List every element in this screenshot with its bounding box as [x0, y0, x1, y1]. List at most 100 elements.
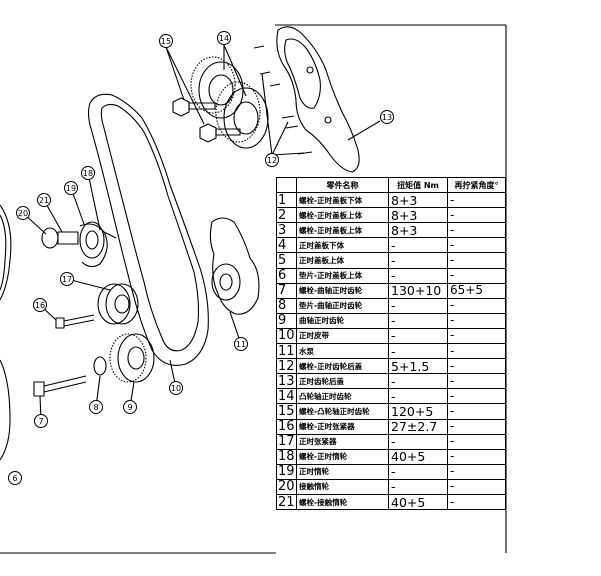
svg-text:21: 21	[39, 196, 49, 205]
callout-17: 17	[60, 272, 74, 286]
part-number: 6	[276, 267, 297, 284]
callout-7: 7	[34, 414, 48, 428]
svg-text:9: 9	[127, 403, 132, 412]
torque-value: -	[388, 237, 448, 254]
callout-6: 6	[8, 471, 22, 485]
water-pump	[209, 217, 260, 315]
retorque-angle: -	[447, 343, 506, 360]
part-name: 垫片-正时盖板上体	[296, 267, 389, 284]
part-number: 19	[276, 463, 297, 480]
svg-text:18: 18	[83, 169, 93, 178]
svg-text:11: 11	[236, 340, 246, 349]
header-no	[276, 176, 297, 194]
table-header-row: 零件名称 扭矩值 Nm 再拧紧角度°	[276, 176, 506, 194]
svg-text:14: 14	[219, 34, 229, 43]
part-name: 正时惰轮	[296, 463, 389, 480]
torque-value: -	[388, 252, 448, 269]
svg-text:13: 13	[382, 113, 392, 122]
svg-text:12: 12	[267, 156, 277, 165]
callout-18: 18	[81, 166, 95, 180]
torque-value: 40+5	[388, 493, 448, 511]
callout-16: 16	[33, 298, 47, 312]
retorque-angle: -	[447, 388, 506, 405]
timing-cover-part-edge	[0, 359, 11, 461]
callout-14: 14	[217, 31, 231, 45]
torque-value: -	[388, 433, 448, 450]
header-torque: 扭矩值 Nm	[388, 176, 448, 194]
svg-text:10: 10	[171, 384, 181, 393]
torque-value: 8+3	[388, 192, 448, 209]
part-number: 13	[276, 373, 297, 390]
callout-12: 12	[265, 153, 279, 167]
retorque-angle: -	[447, 297, 506, 314]
part-number: 18	[276, 448, 297, 465]
torque-value: 40+5	[388, 448, 448, 465]
svg-text:6: 6	[12, 474, 17, 483]
part-number: 8	[276, 297, 297, 314]
callout-20: 20	[16, 206, 30, 220]
part-name: 螺栓-正时盖板下体	[296, 192, 389, 209]
callout-labels: 15 14 13 12 18 19 21 20 17 16 11 10 9 8 …	[8, 31, 394, 485]
part-name: 凸轮轴正时齿轮	[296, 388, 389, 405]
part-name: 曲轴正时齿轮	[296, 312, 389, 329]
svg-text:8: 8	[93, 403, 98, 412]
torque-value: 8+3	[388, 222, 448, 239]
callout-19: 19	[64, 181, 78, 195]
retorque-angle: -	[447, 478, 506, 495]
callout-9: 9	[123, 400, 137, 414]
part-number: 3	[276, 222, 297, 239]
retorque-angle: -	[447, 493, 506, 511]
retorque-angle: 65+5	[447, 282, 506, 299]
callout-10: 10	[169, 381, 183, 395]
retorque-angle: -	[447, 222, 506, 239]
svg-text:20: 20	[18, 209, 28, 218]
part-number: 17	[276, 433, 297, 450]
retorque-angle: -	[447, 418, 506, 435]
part-number: 4	[276, 237, 297, 254]
callout-8: 8	[89, 400, 103, 414]
part-name: 正时皮带	[296, 327, 389, 345]
part-name: 正时盖板上体	[296, 252, 389, 269]
part-name: 螺栓-凸轮轴正时齿轮	[296, 403, 389, 420]
part-name: 螺栓-曲轴正时齿轮	[296, 282, 389, 299]
part-name: 正时齿轮后盖	[296, 373, 389, 390]
torque-value: -	[388, 267, 448, 284]
svg-text:7: 7	[38, 417, 43, 426]
torque-value: -	[388, 327, 448, 345]
retorque-angle: -	[447, 403, 506, 420]
part-name: 正时张紧器	[296, 433, 389, 450]
cover-bolts	[253, 45, 313, 155]
retorque-angle: -	[447, 327, 506, 345]
retorque-angle: -	[447, 448, 506, 465]
part-name: 水泵	[296, 343, 389, 360]
torque-value: -	[388, 478, 448, 495]
callout-21: 21	[37, 193, 51, 207]
callout-13: 13	[380, 110, 394, 124]
part-name: 螺栓-正时张紧器	[296, 418, 389, 435]
part-number: 5	[276, 252, 297, 269]
leader-lines	[22, 44, 381, 422]
tensioner-pulley	[97, 283, 139, 325]
part-name: 螺栓-接触惰轮	[296, 493, 389, 511]
camshaft-bolts	[172, 97, 241, 143]
torque-value: -	[388, 373, 448, 390]
svg-text:17: 17	[62, 275, 72, 284]
part-name: 正时盖板下体	[296, 237, 389, 254]
part-number: 9	[276, 312, 297, 329]
